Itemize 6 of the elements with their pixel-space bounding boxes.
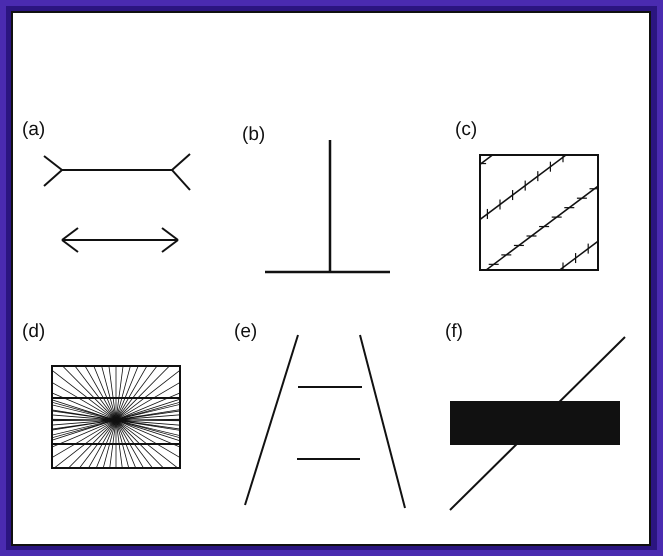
panel-label: (d)	[22, 322, 46, 341]
panel-label: (b)	[242, 125, 266, 144]
panel-label: (e)	[234, 322, 258, 341]
panel-label: (c)	[455, 120, 478, 139]
panel-label: (a)	[22, 120, 46, 139]
panel-label: (f)	[445, 322, 463, 341]
